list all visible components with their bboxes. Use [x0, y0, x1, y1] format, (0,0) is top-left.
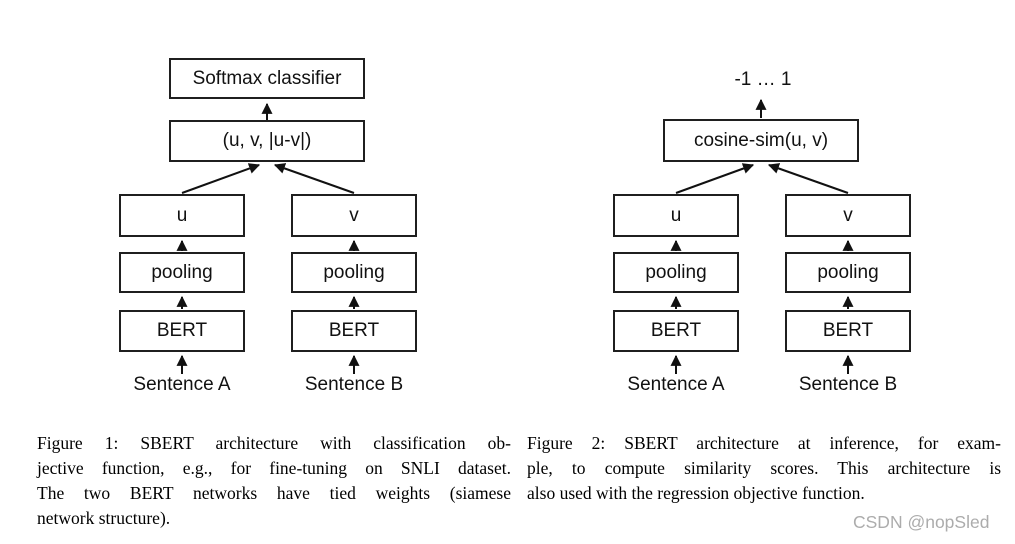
concat-box: (u, v, |u-v|) [169, 120, 365, 162]
caption-line: also used with the regression objective … [527, 483, 865, 503]
bert-right-box-fig2: BERT [785, 310, 911, 352]
bert-left-box: BERT [119, 310, 245, 352]
figure2-caption: Figure 2: SBERT architecture at inferenc… [527, 431, 1001, 506]
u-embedding-box: u [119, 194, 245, 237]
caption-line: The two BERT networks have tied weights … [37, 483, 511, 503]
cosine-sim-box: cosine-sim(u, v) [663, 119, 859, 162]
caption-line: ple, to compute similarity scores. This … [527, 458, 1001, 478]
softmax-classifier-box: Softmax classifier [169, 58, 365, 99]
output-range-label: -1 … 1 [734, 69, 792, 90]
bert-left-box-fig2: BERT [613, 310, 739, 352]
arrow-v-to-cosine [767, 163, 849, 194]
arrow-u-to-concat [181, 163, 261, 194]
sentence-a-label-fig2: Sentence A [627, 374, 725, 395]
arrow-v-to-concat [273, 163, 355, 194]
pooling-left-box: pooling [119, 252, 245, 293]
arrow-u-to-cosine [675, 163, 755, 194]
figure1-caption: Figure 1: SBERT architecture with classi… [37, 431, 511, 531]
caption-line: jective function, e.g., for fine-tuning … [37, 458, 511, 478]
bert-right-box: BERT [291, 310, 417, 352]
sentence-a-label: Sentence A [133, 374, 231, 395]
sentence-b-label-fig2: Sentence B [798, 374, 898, 395]
caption-line: Figure 2: SBERT architecture at inferenc… [527, 433, 1001, 453]
pooling-left-box-fig2: pooling [613, 252, 739, 293]
watermark: CSDN @nopSled [853, 512, 990, 532]
sentence-b-label: Sentence B [304, 374, 404, 395]
u-embedding-box-fig2: u [613, 194, 739, 237]
pooling-right-box-fig2: pooling [785, 252, 911, 293]
v-embedding-box-fig2: v [785, 194, 911, 237]
v-embedding-box: v [291, 194, 417, 237]
pooling-right-box: pooling [291, 252, 417, 293]
caption-line: network structure). [37, 508, 171, 528]
caption-line: Figure 1: SBERT architecture with classi… [37, 433, 511, 453]
